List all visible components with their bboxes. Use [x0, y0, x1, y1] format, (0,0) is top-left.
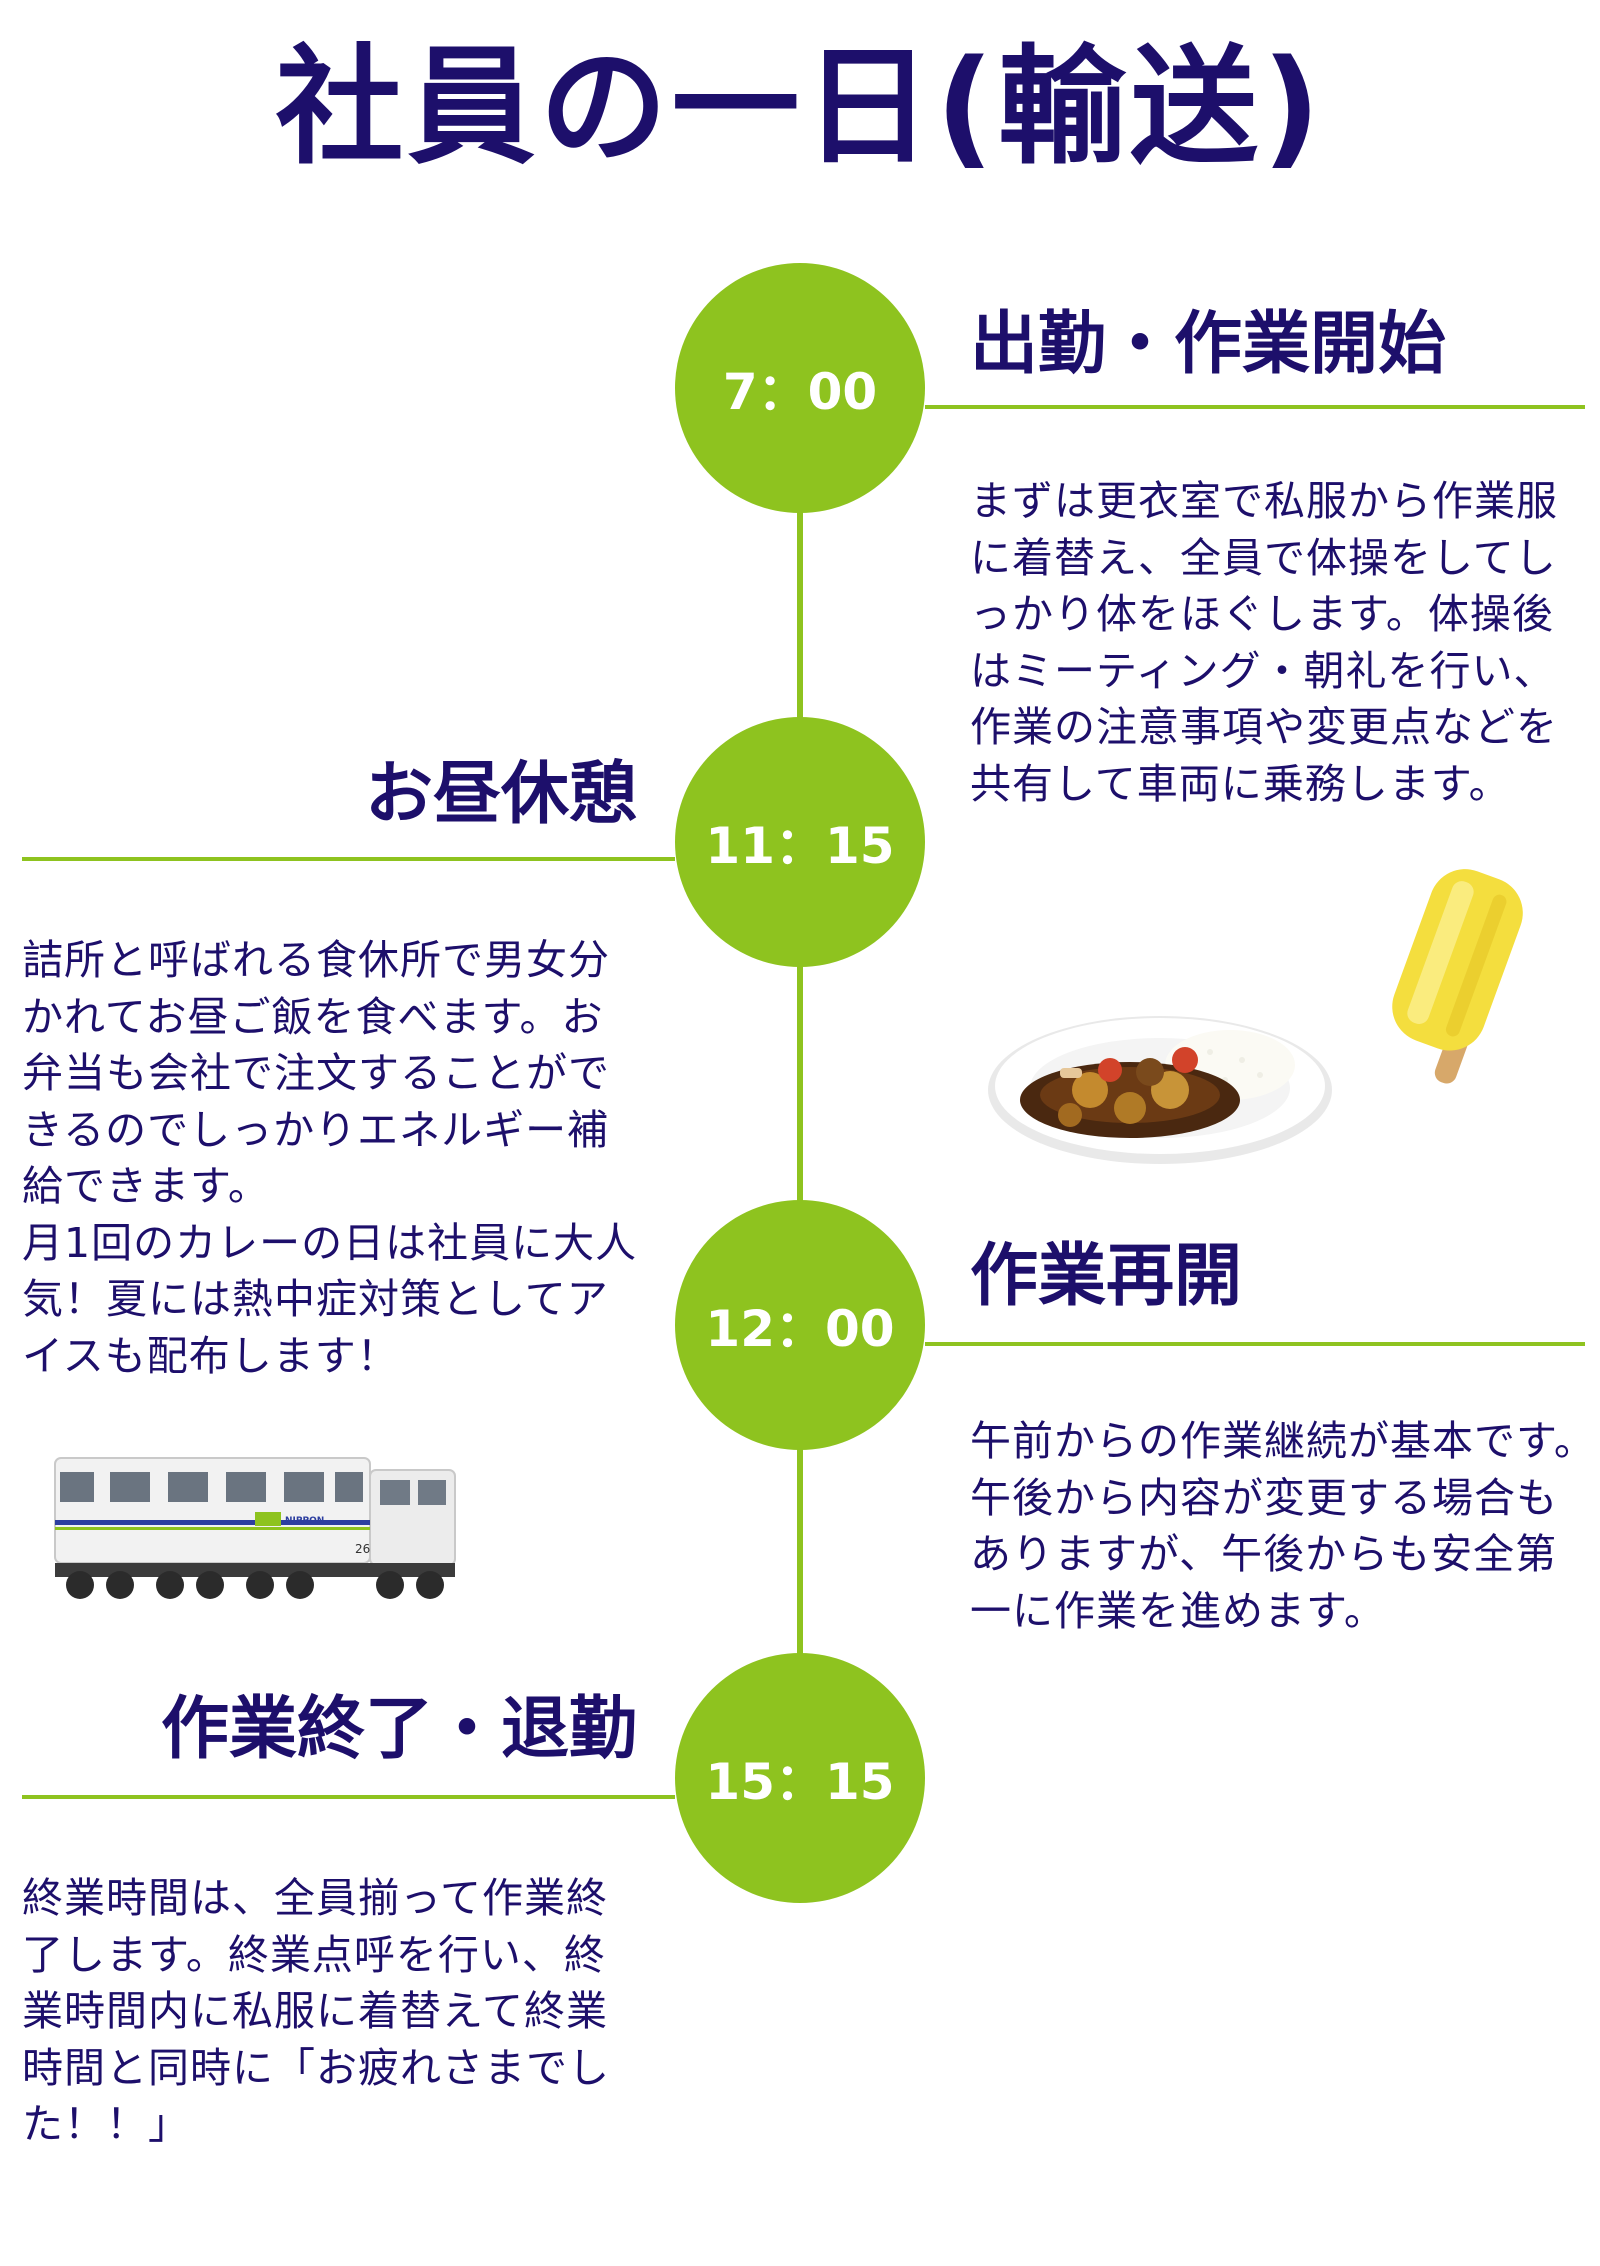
time-circle-1515: 15：15	[675, 1653, 925, 1903]
heading-resume-work: 作業再開	[970, 1237, 1243, 1316]
heading-end-work: 作業終了・退勤	[160, 1690, 637, 1769]
heading-lunch-break: お昼休憩	[364, 755, 637, 834]
time-circle-1115: 11：15	[675, 717, 925, 967]
page-title: 社員の一日(輸送)	[275, 33, 1325, 182]
divider-0700	[925, 405, 1585, 409]
time-circle-1200: 12：00	[675, 1200, 925, 1450]
timeline-line	[797, 480, 803, 1800]
divider-1515	[22, 1795, 675, 1799]
popsicle-image	[1392, 869, 1523, 1084]
text-start-work: まずは更衣室で私服から作業服 に着替え、全員で体操をしてし っかり体をほぐします…	[970, 477, 1558, 808]
time-circle-0700: 7：00	[675, 263, 925, 513]
divider-1200	[925, 1342, 1585, 1346]
curry-plate-image	[988, 1016, 1332, 1164]
text-lunch-break: 詰所と呼ばれる食休所で男女分 かれてお昼ご飯を食べます。お 弁当も会社で注文する…	[22, 936, 638, 1380]
divider-1115	[22, 857, 675, 861]
vehicle-image: NIPPON 26	[54, 1457, 456, 1599]
text-resume-work: 午前からの作業継続が基本です。 午後から内容が変更する場合も ありますが、午後か…	[970, 1417, 1596, 1635]
text-end-work: 終業時間は、全員揃って作業終 了します。終業点呼を行い、終 業時間内に私服に着替…	[22, 1874, 610, 2148]
vehicle-number: 26	[355, 1542, 370, 1556]
heading-start-work: 出勤・作業開始	[970, 305, 1447, 384]
vehicle-logo: NIPPON	[285, 1516, 324, 1526]
